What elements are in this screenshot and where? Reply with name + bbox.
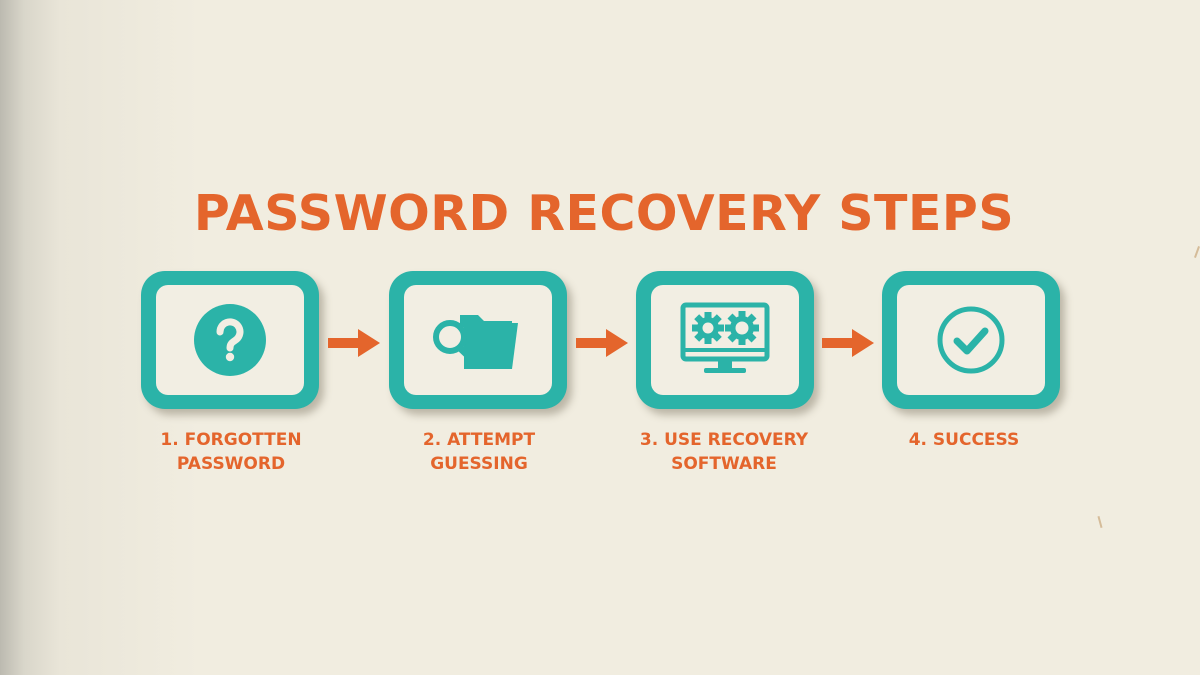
step-3-label-line2: SOFTWARE — [671, 454, 777, 474]
diagram-title: PASSWORD RECOVERY STEPS — [193, 185, 1015, 242]
paper-speck — [1194, 246, 1200, 258]
check-circle-icon — [937, 306, 1005, 374]
step-card — [882, 271, 1060, 409]
arrow-right-icon — [822, 329, 874, 357]
step-card — [141, 271, 319, 409]
paper-speck — [1097, 515, 1103, 529]
step-2-label: 2. ATTEMPT GUESSING — [369, 428, 589, 476]
step-card — [389, 271, 567, 409]
monitor-gears-icon — [680, 302, 770, 373]
step-1-label-line2: PASSWORD — [176, 454, 286, 474]
step-4-success — [882, 271, 1062, 411]
step-card-inner — [156, 285, 304, 395]
arrow-right-icon — [576, 329, 628, 357]
step-card-inner — [404, 285, 552, 395]
question-circle-icon — [194, 304, 266, 376]
step-card-inner — [897, 285, 1045, 395]
step-card-inner — [651, 285, 799, 395]
step-card — [636, 271, 814, 409]
step-4-label: 4. SUCCESS — [854, 428, 1074, 452]
step-3-label-line1: 3. USE RECOVERY — [639, 430, 809, 450]
step-3-label: 3. USE RECOVERY SOFTWARE — [614, 428, 834, 476]
step-3-use-recovery-software — [636, 271, 816, 411]
step-2-label-line1: 2. ATTEMPT — [422, 430, 536, 450]
arrow-right-icon — [328, 329, 380, 357]
step-1-label: 1. FORGOTTEN PASSWORD — [121, 428, 341, 476]
step-1-forgotten-password — [141, 271, 321, 411]
step-4-label-line1: 4. SUCCESS — [908, 430, 1020, 450]
step-1-label-line1: 1. FORGOTTEN — [160, 430, 302, 450]
step-2-label-line2: GUESSING — [430, 454, 528, 474]
folder-search-icon — [433, 315, 518, 369]
step-2-attempt-guessing — [389, 271, 569, 411]
